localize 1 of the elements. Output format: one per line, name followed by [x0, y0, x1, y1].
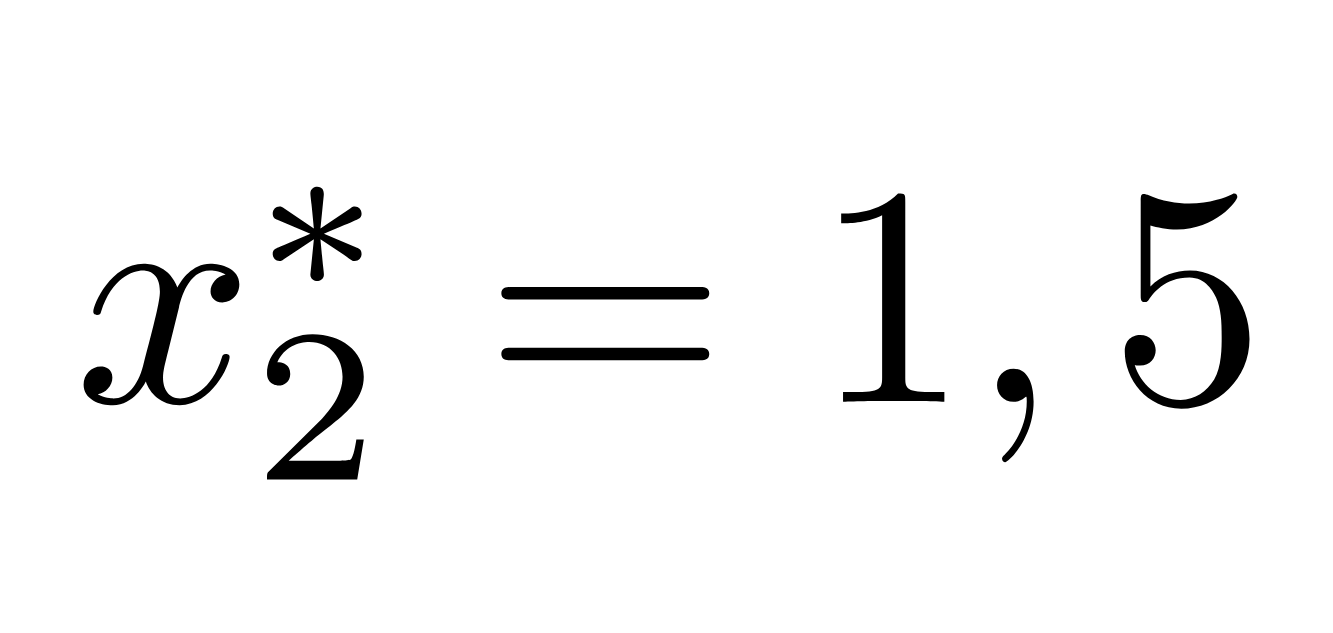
formula: $x_{2}^{*}=1,5$ — [83, 186, 1250, 480]
